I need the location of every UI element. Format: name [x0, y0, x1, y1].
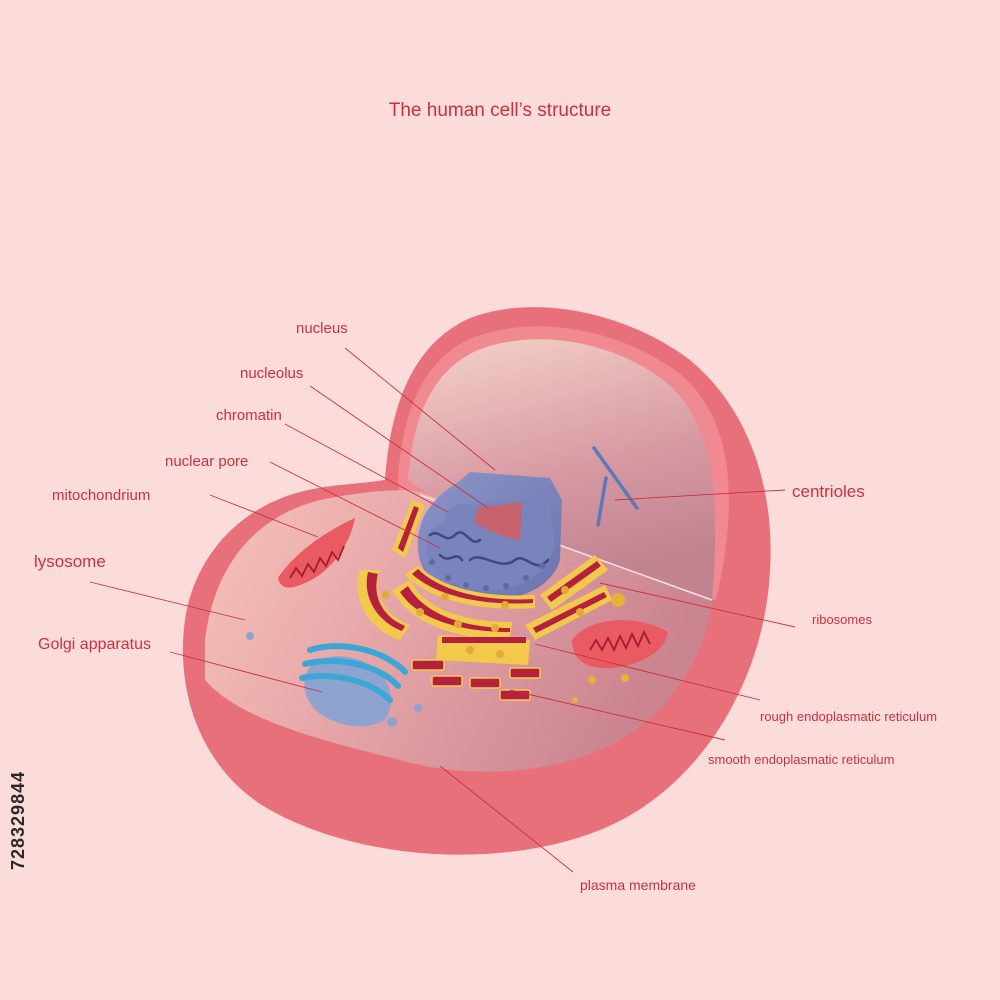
nucleus-shape — [417, 472, 562, 600]
label-rough-er: rough endoplasmatic reticulum — [760, 709, 938, 724]
centriole — [592, 446, 639, 510]
label-lysosome: lysosome — [34, 552, 106, 571]
label-nucleolus: nucleolus — [240, 365, 304, 382]
label-nuclear-pore: nuclear pore — [165, 453, 249, 470]
label-centrioles: centrioles — [792, 482, 865, 501]
label-nucleus: nucleus — [296, 320, 348, 337]
diagram-title: The human cell’s structure — [388, 100, 612, 121]
label-smooth-er: smooth endoplasmatic reticulum — [708, 752, 895, 767]
lysosome-shape — [246, 632, 254, 640]
label-mitochondrium: mitochondrium — [52, 487, 151, 504]
rough-er — [357, 500, 612, 665]
stock-id: 728329844 — [8, 770, 28, 870]
leader-lines — [89, 347, 796, 873]
label-chromatin: chromatin — [216, 407, 282, 424]
label-golgi-apparatus: Golgi apparatus — [38, 636, 151, 653]
ribosomes — [572, 593, 629, 703]
label-plasma-membrane: plasma membrane — [580, 877, 696, 893]
cytoplasm-back-wall — [408, 339, 716, 600]
centriole — [596, 476, 608, 527]
golgi-apparatus-shape — [299, 643, 422, 727]
mitochondrium-left — [278, 518, 355, 588]
nucleolus-shape — [474, 502, 522, 540]
label-ribosomes: ribosomes — [812, 612, 872, 627]
chromatin-strands — [428, 531, 550, 567]
smooth-er — [411, 659, 541, 701]
mitochondrium-right — [572, 620, 668, 669]
